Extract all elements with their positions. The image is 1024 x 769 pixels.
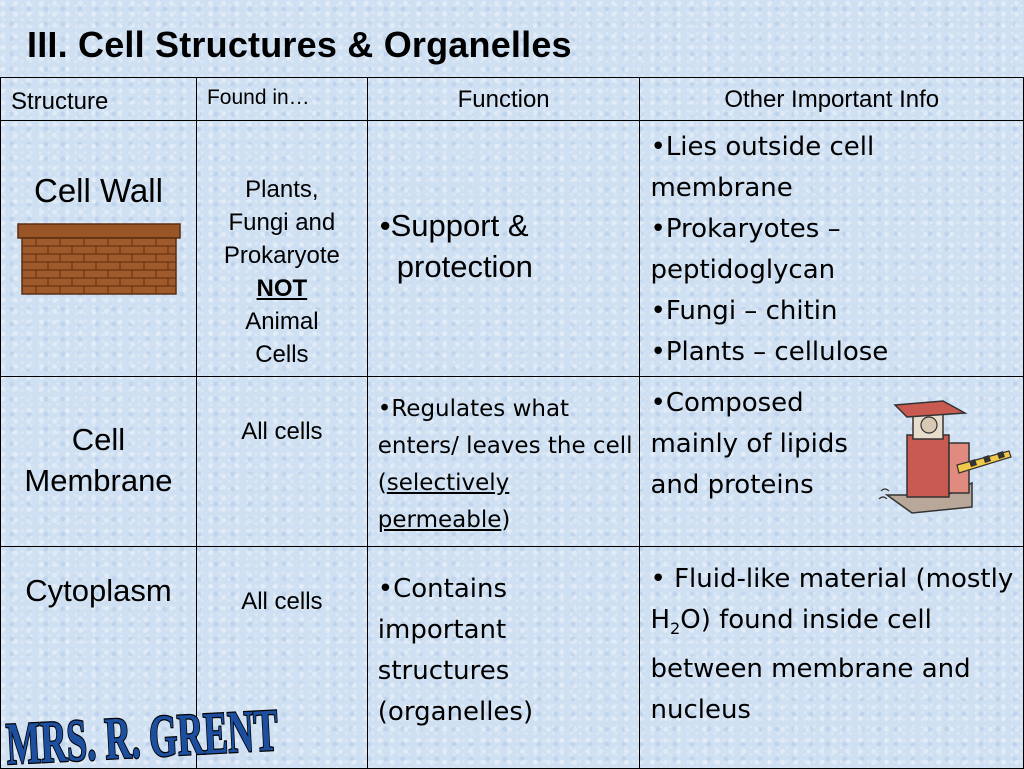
cytoplasm-structure: Cytoplasm	[0, 546, 197, 769]
cell-membrane-name: Cell Membrane	[24, 422, 173, 498]
cell-membrane-other-info: •Composed mainly of lipids and proteins	[639, 376, 1024, 547]
table-row-cell-wall: Cell Wall	[0, 120, 1024, 377]
selectively-permeable-term: selectively permeable	[377, 470, 510, 533]
tollbooth-gate-icon	[879, 400, 1013, 514]
header-other-info: Other Important Info	[639, 77, 1024, 121]
cell-wall-found-in-text: Plants, Fungi and Prokaryote NOT Animal …	[197, 173, 367, 371]
cytoplasm-function-text: •Contains important structures (organell…	[377, 574, 534, 727]
cytoplasm-other-info: • Fluid-like material (mostly H2O) found…	[639, 546, 1024, 769]
cytoplasm-function: •Contains important structures (organell…	[366, 546, 641, 769]
cytoplasm-found-in: All cells	[195, 546, 368, 769]
list-item: •Plants – cellulose	[650, 337, 889, 367]
cytoplasm-name: Cytoplasm	[25, 573, 172, 608]
header-row: Structure Found in… Function Other Impor…	[0, 77, 1024, 121]
header-structure: Structure	[0, 77, 197, 121]
header-found-in: Found in…	[195, 77, 368, 121]
cytoplasm-found-in-text: All cells	[241, 588, 323, 615]
cell-wall-info-list: •Lies outside cell membrane •Prokaryotes…	[650, 127, 1023, 373]
list-item: •Prokaryotes – peptidoglycan	[650, 214, 841, 285]
not-emphasis: NOT	[256, 275, 308, 302]
table-row-cell-membrane: Cell Membrane All cells •Regulates what …	[0, 376, 1024, 547]
cell-wall-name: Cell Wall	[33, 172, 163, 209]
cell-wall-function-text: •Support & protection	[379, 208, 533, 284]
teacher-logo: MRS. R. GRENT	[3, 696, 281, 768]
cell-structures-table: Structure Found in… Function Other Impor…	[0, 77, 1024, 769]
cell-membrane-found-in: All cells	[195, 376, 368, 547]
cell-membrane-info-text: •Composed mainly of lipids and proteins	[650, 388, 848, 500]
cell-wall-function: •Support & protection	[366, 120, 641, 377]
logo-text: MRS. R. GRENT	[5, 697, 280, 768]
cell-membrane-structure: Cell Membrane	[0, 376, 197, 547]
cell-wall-found-in: Plants, Fungi and Prokaryote NOT Animal …	[195, 120, 368, 377]
cell-membrane-found-in-text: All cells	[241, 418, 323, 445]
slide-title: III. Cell Structures & Organelles	[27, 24, 572, 65]
table-row-cytoplasm: Cytoplasm All cells •Contains important …	[0, 546, 1024, 769]
brick-wall-icon	[17, 223, 181, 295]
header-function: Function	[366, 77, 641, 121]
list-item: •Fungi – chitin	[650, 296, 838, 326]
cell-membrane-function-text: •Regulates what enters/ leaves the cell …	[377, 396, 633, 533]
cell-membrane-function: •Regulates what enters/ leaves the cell …	[366, 376, 641, 547]
cell-wall-structure: Cell Wall	[0, 120, 197, 377]
cell-wall-other-info: •Lies outside cell membrane •Prokaryotes…	[639, 120, 1024, 377]
cytoplasm-info-text: • Fluid-like material (mostly H2O) found…	[650, 564, 1014, 726]
list-item: •Lies outside cell membrane	[650, 132, 875, 203]
